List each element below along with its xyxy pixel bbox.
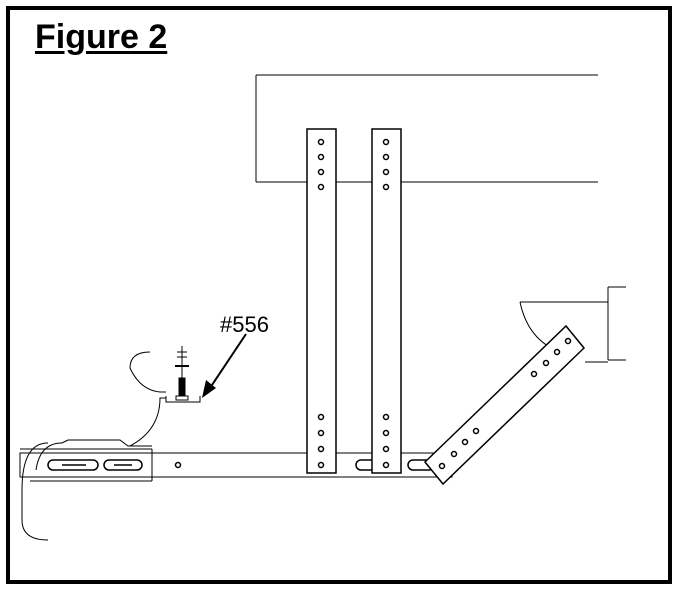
vertical-bar-right — [371, 128, 402, 474]
diagonal-bar — [423, 324, 586, 486]
figure-title: Figure 2 — [35, 18, 168, 56]
vertical-bar-left — [306, 128, 337, 474]
left-mount-curve — [21, 397, 166, 541]
bar-slots — [47, 459, 435, 471]
figure-border — [6, 6, 672, 584]
bolt-assembly-icon — [129, 346, 201, 403]
callout-label: #556 — [220, 312, 269, 337]
callout-arrow — [202, 333, 247, 398]
